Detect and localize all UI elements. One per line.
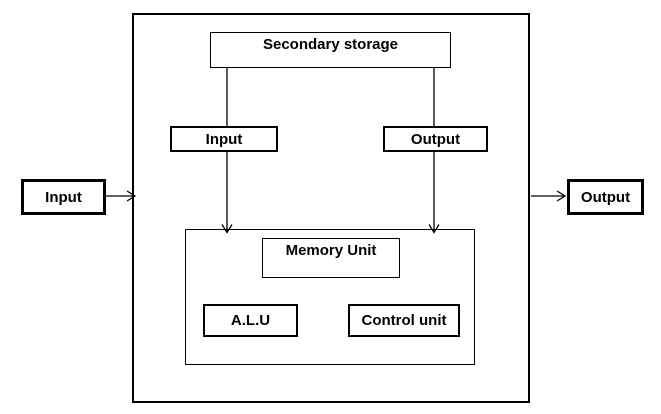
external-output-box: Output: [567, 179, 644, 215]
arrowhead-right-icon: [556, 190, 567, 202]
edge-system-to-external-output: [531, 190, 567, 202]
external-output-label: Output: [580, 188, 631, 206]
external-input-label: Input: [45, 188, 82, 206]
output-unit-box: Output: [383, 126, 488, 152]
output-unit-label: Output: [410, 130, 461, 148]
secondary-storage-label: Secondary storage: [262, 36, 399, 53]
edge-external-input-to-system: [106, 190, 137, 202]
input-unit-label: Input: [205, 130, 243, 148]
control-unit-box: Control unit: [348, 304, 460, 337]
control-unit-label: Control unit: [361, 312, 447, 329]
memory-unit-box: Memory Unit: [262, 238, 400, 278]
system-boundary-box: [132, 13, 530, 403]
alu-box: A.L.U: [203, 304, 298, 337]
input-unit-box: Input: [170, 126, 278, 152]
alu-label: A.L.U: [230, 312, 271, 329]
memory-unit-label: Memory Unit: [285, 242, 377, 259]
cpu-box: [185, 229, 475, 365]
external-input-box: Input: [21, 179, 106, 215]
secondary-storage-box: Secondary storage: [210, 32, 451, 68]
